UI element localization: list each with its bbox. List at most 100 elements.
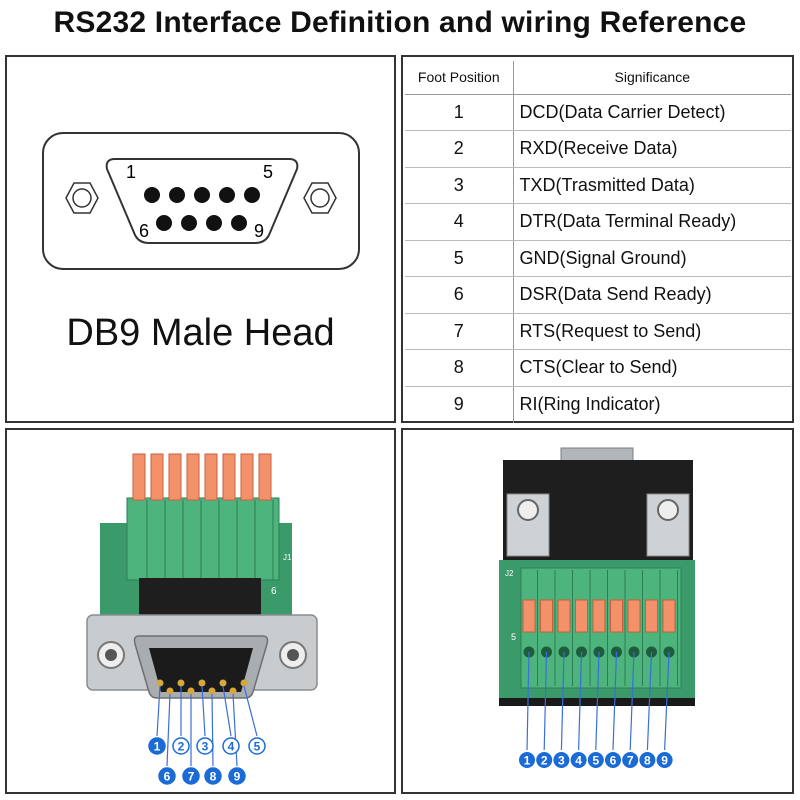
callout-badge xyxy=(248,737,266,755)
pcb-label-5: 5 xyxy=(511,632,516,642)
callout-number: 3 xyxy=(202,740,209,754)
callout-badge xyxy=(553,752,570,768)
callout-number: 3 xyxy=(558,754,565,768)
pin-signal: DTR(Data Terminal Ready) xyxy=(513,203,791,241)
lever xyxy=(610,599,623,633)
callout-number: 9 xyxy=(661,754,668,768)
pin-hole xyxy=(219,187,235,203)
callout-badge xyxy=(172,737,190,755)
pin-hole xyxy=(206,215,222,231)
callout-number: 1 xyxy=(154,740,161,754)
pin-number: 3 xyxy=(405,167,514,204)
male-pin xyxy=(198,679,206,687)
callout-badge xyxy=(536,752,553,768)
pcb-label-6: 6 xyxy=(271,586,277,597)
callout-line xyxy=(543,651,548,751)
pin-signal: RTS(Request to Send) xyxy=(513,313,791,350)
pin-number: 6 xyxy=(405,276,514,314)
callout-number: 5 xyxy=(592,754,599,768)
pin-hole xyxy=(144,187,160,203)
terminal-block xyxy=(126,497,280,581)
pin-signal: RXD(Receive Data) xyxy=(513,130,791,168)
callout-number: 5 xyxy=(254,740,261,754)
callout-line xyxy=(629,651,635,751)
pin-label-1: 1 xyxy=(126,162,136,182)
callout-line xyxy=(222,685,232,737)
lever xyxy=(132,453,146,501)
lever xyxy=(592,599,606,633)
callout-badge xyxy=(587,752,604,768)
pin-hole xyxy=(244,187,260,203)
male-pin xyxy=(219,679,227,687)
pin-hole xyxy=(231,215,247,231)
callout-number: 2 xyxy=(178,740,185,754)
callout-badge xyxy=(228,767,246,785)
pin-number: 4 xyxy=(405,203,514,241)
connector-caption: DB9 Male Head xyxy=(66,312,335,354)
pin-hole xyxy=(156,215,172,231)
lever xyxy=(645,599,658,633)
callout-line xyxy=(232,693,238,767)
callout-line xyxy=(156,685,161,737)
pin-number: 8 xyxy=(405,349,514,387)
callout-line xyxy=(664,651,670,751)
male-pin xyxy=(229,687,237,695)
lever xyxy=(627,599,641,633)
callout-line xyxy=(211,693,214,767)
callout-badge xyxy=(182,767,200,785)
pin-signal: DSR(Data Send Ready) xyxy=(513,276,791,314)
callout-number: 8 xyxy=(644,754,651,768)
pin-number: 9 xyxy=(405,386,514,423)
callout-badge xyxy=(196,737,214,755)
pin-holes xyxy=(144,187,260,231)
pin-label-9: 9 xyxy=(254,221,264,241)
callout-line xyxy=(612,651,618,751)
page-title: RS232 Interface Definition and wiring Re… xyxy=(53,6,747,39)
lever xyxy=(557,599,571,633)
callout-line xyxy=(526,651,530,751)
callout-number: 4 xyxy=(575,754,582,768)
pin-signal: CTS(Clear to Send) xyxy=(513,349,791,387)
callout-badge xyxy=(204,767,222,785)
callout-number: 6 xyxy=(610,754,617,768)
db9-connector-drawing: 1 5 6 9 xyxy=(42,132,360,270)
pin-number: 2 xyxy=(405,130,514,168)
header-foot-position: Foot Position xyxy=(405,61,514,95)
callout-number: 7 xyxy=(627,754,634,768)
lever xyxy=(575,599,588,633)
lever xyxy=(204,453,218,501)
right-screw-icon xyxy=(657,499,679,521)
callout-number: 9 xyxy=(234,770,241,784)
male-pin xyxy=(177,679,185,687)
callout-lines xyxy=(526,651,670,751)
pin-signal: GND(Signal Ground) xyxy=(513,240,791,277)
pin-hole xyxy=(181,215,197,231)
callout-line xyxy=(595,651,600,751)
male-pin xyxy=(166,687,174,695)
pcb-label-j1: J1 xyxy=(283,553,292,562)
callout-lines xyxy=(156,685,258,767)
pin-signal: RI(Ring Indicator) xyxy=(519,394,661,414)
callout-line xyxy=(243,685,258,737)
lever xyxy=(522,599,536,633)
callout-badge xyxy=(622,752,639,768)
lever xyxy=(168,453,182,501)
male-pin xyxy=(240,679,248,687)
male-pins xyxy=(156,679,248,695)
connector-diagram-panel: 1 5 6 9 DB9 Male Head xyxy=(5,55,396,423)
male-pin xyxy=(187,687,195,695)
pin-number: 7 xyxy=(405,313,514,350)
callout-number: 4 xyxy=(228,740,235,754)
